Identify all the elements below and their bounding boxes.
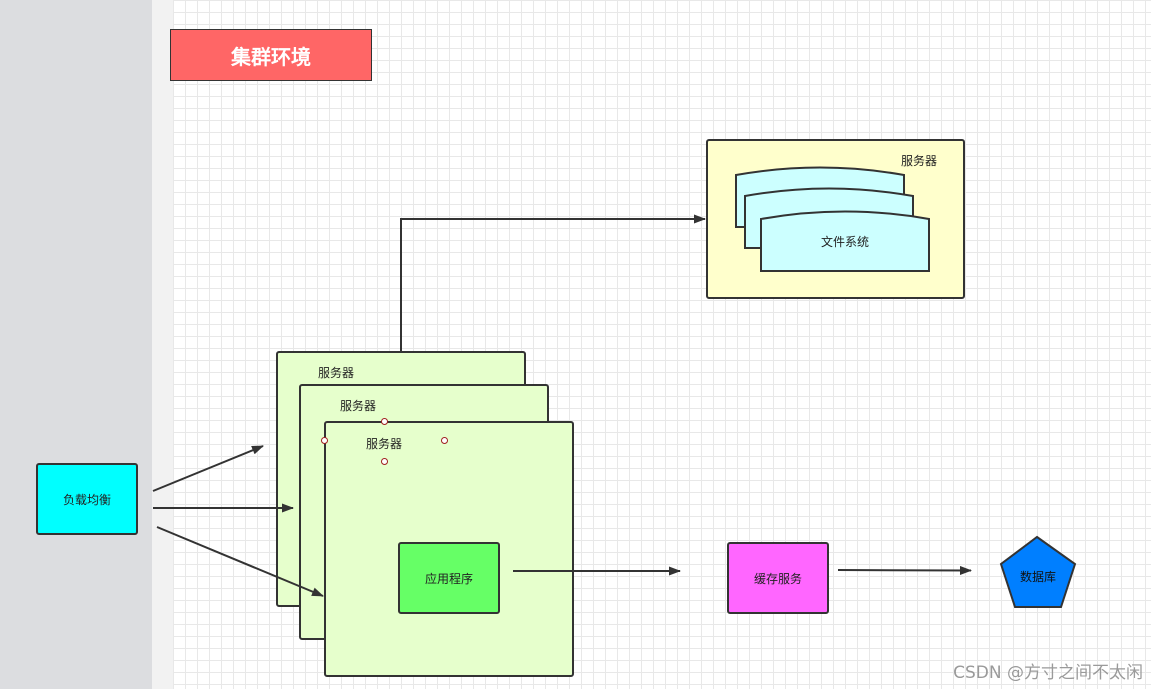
arrow-lb-to-server-1[interactable]	[152, 445, 264, 492]
watermark: CSDN @方寸之间不太闲	[953, 663, 1143, 683]
application-node[interactable]: 应用程序	[398, 542, 500, 614]
database-label: 数据库	[1020, 569, 1056, 584]
filesystem-node[interactable]	[760, 210, 930, 272]
cache-service-node[interactable]: 缓存服务	[727, 542, 829, 614]
selection-handle-bottom[interactable]	[381, 458, 388, 465]
selection-handle-top[interactable]	[381, 418, 388, 425]
load-balancer-label: 负载均衡	[62, 492, 111, 507]
database-node[interactable]	[999, 535, 1077, 608]
load-balancer-node[interactable]: 负载均衡	[36, 463, 138, 535]
application-label: 应用程序	[424, 571, 473, 586]
filesystem-server-label: 服务器	[901, 154, 938, 168]
cache-service-label: 缓存服务	[753, 571, 802, 586]
selection-handle-right[interactable]	[441, 437, 448, 444]
server-1-label: 服务器	[318, 366, 355, 380]
arrow-cache-to-database[interactable]	[837, 565, 972, 575]
arrow-lb-to-server-3[interactable]	[156, 526, 324, 597]
canvas-gutter	[152, 0, 173, 689]
server-3-label: 服务器	[366, 437, 403, 451]
selection-handle-left[interactable]	[321, 437, 328, 444]
left-sidebar	[0, 0, 152, 689]
filesystem-label: 文件系统	[821, 234, 869, 249]
diagram-title-text: 集群环境	[231, 44, 311, 69]
server-2-label: 服务器	[340, 399, 377, 413]
diagram-title[interactable]: 集群环境	[170, 29, 372, 81]
arrow-server-to-filesystem[interactable]	[400, 214, 706, 351]
